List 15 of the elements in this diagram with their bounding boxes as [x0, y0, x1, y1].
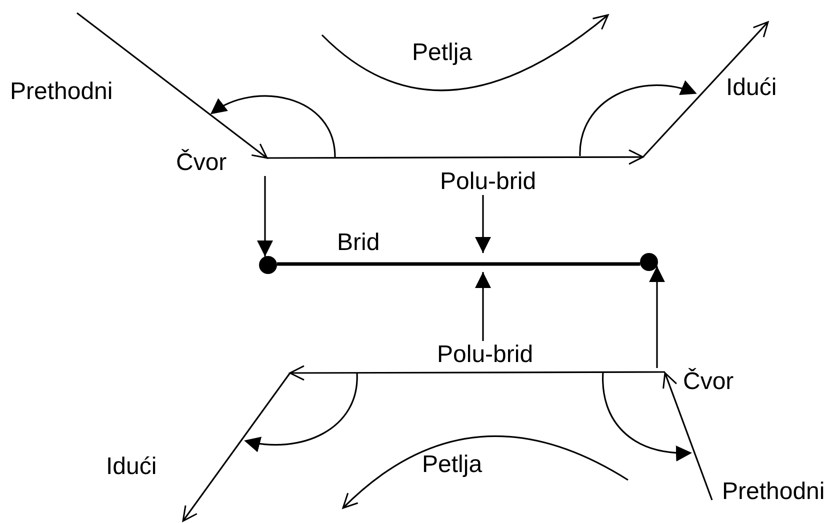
arrow — [257, 176, 273, 257]
text-label: Idući — [726, 74, 777, 101]
arrow — [649, 266, 665, 368]
text-label: Idući — [106, 453, 157, 480]
node-label: Polu-brid — [437, 341, 545, 368]
arrow — [475, 195, 491, 253]
edge-line — [276, 262, 640, 266]
text-label: Petlja — [412, 39, 472, 66]
arrow — [475, 272, 491, 341]
node-label: Polu-brid — [440, 168, 548, 195]
text-label: Prethodni — [722, 478, 825, 505]
text-label: Petlja — [422, 451, 482, 478]
node-label: Čvor — [176, 149, 268, 176]
node-label: Čvor — [655, 368, 739, 395]
text-label: Prethodni — [10, 78, 113, 105]
